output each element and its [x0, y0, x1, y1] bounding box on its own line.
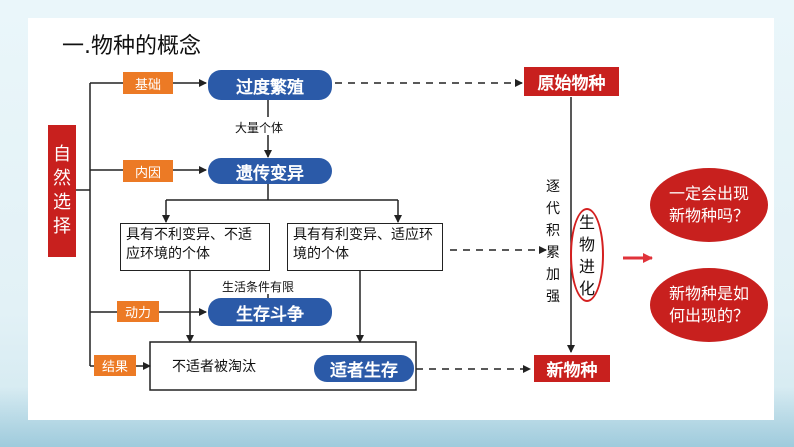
variation-box: 遗传变异: [208, 158, 332, 184]
question-bubble-2: 新物种是如何出现的？: [650, 268, 768, 342]
overbreeding-box: 过度繁殖: [208, 70, 332, 100]
evolution-ellipse: [570, 208, 604, 302]
evolution-label: 生物进化: [578, 213, 595, 298]
accumulation-label: 逐代积累加强: [546, 179, 560, 305]
struggle-box: 生存斗争: [208, 298, 332, 326]
many-individuals-label: 大量个体: [235, 121, 284, 135]
question-bubble-1: 一定会出现新物种吗？: [650, 168, 768, 242]
tag-driving: 动力: [117, 301, 159, 322]
new-species-box: 新物种: [534, 355, 610, 382]
tag-result: 结果: [94, 355, 136, 376]
tag-internal: 内因: [123, 160, 173, 182]
favorable-variation-box: 具有有利变异、适应环境的个体: [287, 223, 443, 271]
unfavorable-variation-box: 具有不利变异、不适应环境的个体: [120, 223, 270, 271]
eliminated-text: 不适者被淘汰: [167, 355, 287, 381]
survival-box: 适者生存: [314, 355, 414, 382]
page-title: 一.物种的概念: [62, 34, 201, 59]
limited-conditions-label: 生活条件有限: [222, 280, 295, 294]
natural-selection-box: 自然选择: [48, 125, 76, 257]
tag-basis: 基础: [123, 72, 173, 94]
original-species-box: 原始物种: [524, 67, 619, 96]
